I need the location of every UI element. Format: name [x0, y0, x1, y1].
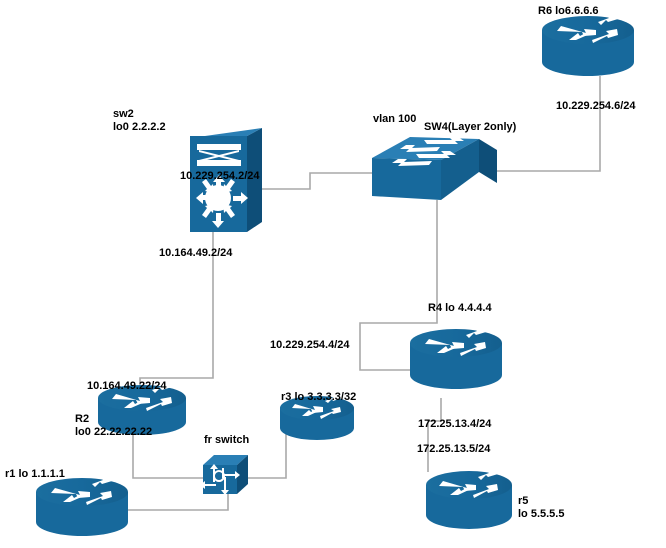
- router-arrows-icon: [112, 381, 172, 411]
- switch-arrows-icon: [392, 137, 464, 166]
- device-sw2[interactable]: [190, 128, 262, 232]
- device-r1[interactable]: [36, 475, 128, 536]
- link-label-vlan100: vlan 100: [373, 113, 417, 125]
- link-sw2-sw4: [252, 172, 372, 190]
- device-label-sw2: sw2 lo0 2.2.2.2: [113, 108, 166, 133]
- router-arrows-icon: [292, 393, 342, 419]
- switch-radial-arrows-icon: [196, 175, 248, 228]
- device-sw4[interactable]: [372, 137, 497, 200]
- link-label-sw2-sw4: 10.229.254.2/24: [180, 170, 260, 182]
- link-lines-group: [128, 76, 601, 511]
- device-label-r3: r3 lo 3.3.3.3/32: [281, 391, 357, 403]
- link-label-r2-up: 10.164.49.22/24: [87, 380, 167, 392]
- device-frswitch[interactable]: [200, 455, 248, 495]
- device-r4[interactable]: [410, 326, 502, 389]
- router-arrows-icon: [51, 475, 112, 505]
- link-sw4-r4: [359, 200, 438, 371]
- router-arrows-icon: [425, 326, 486, 356]
- link-r6-sw4: [497, 76, 601, 172]
- router-arrows-icon: [557, 13, 618, 43]
- device-label-r5: r5 lo 5.5.5.5: [518, 495, 565, 520]
- switch-cross-arrows-icon: [197, 144, 241, 166]
- link-label-r4-down: 172.25.13.4/24: [418, 418, 492, 430]
- link-r2-frswitch: [132, 424, 203, 479]
- device-r2[interactable]: [98, 381, 186, 435]
- device-label-r2: R2 lo0 22.22.22.22: [75, 413, 153, 438]
- device-label-r6: R6 lo6.6.6.6: [538, 5, 599, 17]
- link-r1-frswitch: [128, 494, 229, 511]
- device-label-r1: r1 lo 1.1.1.1: [5, 468, 65, 480]
- link-r4-r5: [427, 398, 442, 472]
- device-r5[interactable]: [426, 468, 512, 529]
- link-label-sw4-r4: 10.229.254.4/24: [270, 339, 350, 351]
- link-label-r6-sw4: 10.229.254.6/24: [556, 100, 636, 112]
- device-label-r4: R4 lo 4.4.4.4: [428, 302, 492, 314]
- link-label-r5-up: 172.25.13.5/24: [417, 443, 491, 455]
- frame-relay-arrows-icon: [200, 464, 240, 495]
- device-r3[interactable]: [280, 393, 354, 440]
- device-r6[interactable]: [542, 13, 634, 76]
- device-label-sw4: SW4(Layer 2only): [424, 121, 517, 133]
- link-r3-frswitch: [248, 430, 287, 479]
- router-arrows-icon: [439, 468, 498, 498]
- device-label-frswitch: fr switch: [204, 434, 250, 446]
- link-label-sw2-r2: 10.164.49.2/24: [159, 247, 233, 259]
